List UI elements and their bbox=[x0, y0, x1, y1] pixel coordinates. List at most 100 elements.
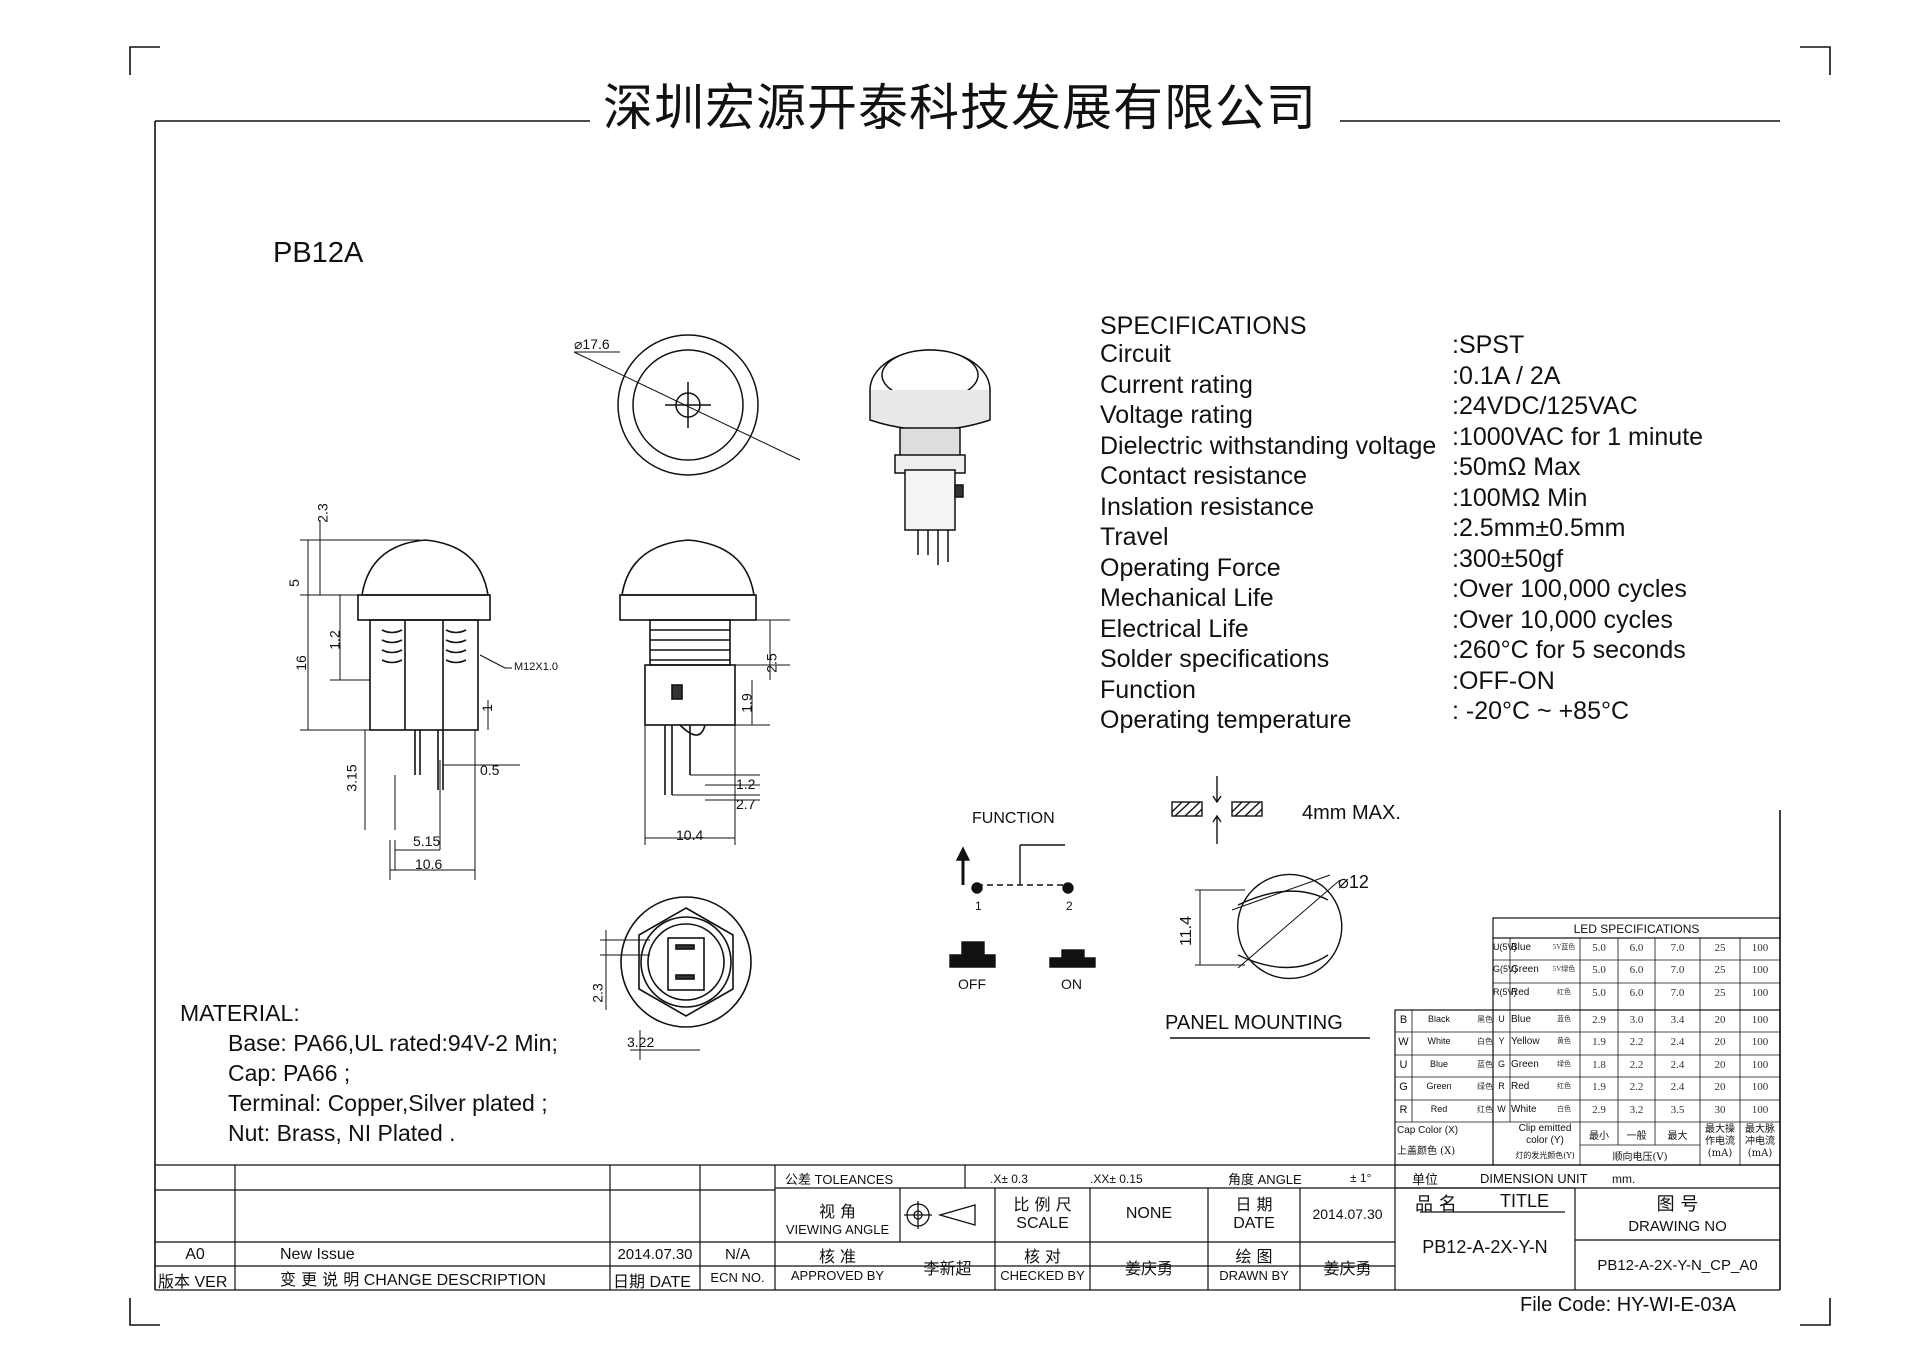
angle: 角度 ANGLE bbox=[1228, 1169, 1302, 1188]
version-en: VER bbox=[194, 1274, 228, 1291]
led-clip-cn: 红色 bbox=[1557, 988, 1571, 996]
dim-diameter-17-6: ⌀17.6 bbox=[574, 336, 610, 352]
viewing-angle: VIEWING ANGLE bbox=[785, 1222, 890, 1237]
led-clip-code: U bbox=[1498, 1014, 1505, 1024]
led-clip-cn: 黄色 bbox=[1557, 1037, 1571, 1045]
tolerance-x1: .X± 0.3 bbox=[990, 1172, 1028, 1186]
dim-1: 1 bbox=[478, 704, 495, 712]
panel-thickness-diagram bbox=[1171, 776, 1263, 844]
led-clip-cn: 白色 bbox=[1557, 1105, 1571, 1113]
model-number: PB12A bbox=[273, 237, 364, 269]
led-value: 100 bbox=[1751, 1059, 1769, 1071]
led-value: 2.4 bbox=[1670, 1036, 1685, 1048]
led-clip-code: R(5V) bbox=[1493, 987, 1517, 997]
material-line: Base: PA66,UL rated:94V-2 Min; bbox=[228, 1030, 558, 1056]
led-value: 3.4 bbox=[1670, 1014, 1685, 1026]
led-cap-name: White bbox=[1427, 1036, 1451, 1046]
spec-label: Current rating bbox=[1100, 370, 1253, 399]
led-op-current: 最大操作电流(mA) bbox=[1705, 1124, 1735, 1159]
tolerances: 公差 TOLEANCES bbox=[785, 1169, 893, 1188]
title-cn: 品 名 bbox=[1415, 1194, 1457, 1215]
led-value: 20 bbox=[1714, 1081, 1726, 1093]
spec-value: :Over 100,000 cycles bbox=[1452, 575, 1687, 603]
led-cap-color-cn: 上盖颜色 (X) bbox=[1397, 1146, 1456, 1157]
led-value: 100 bbox=[1751, 942, 1769, 954]
dim-panel-diameter: ⌀12 bbox=[1338, 872, 1369, 892]
spec-label: Travel bbox=[1100, 523, 1169, 551]
dim-10-4: 10.4 bbox=[676, 827, 704, 843]
led-value: 25 bbox=[1714, 964, 1726, 976]
led-cap-cn: 黑色 bbox=[1477, 1015, 1493, 1024]
led-clip-code: U(5V) bbox=[1493, 942, 1517, 952]
date-header-en: DATE bbox=[649, 1274, 691, 1291]
revision: A0 bbox=[185, 1246, 205, 1263]
led-value: 100 bbox=[1751, 1014, 1769, 1026]
dim-3-22: 3.22 bbox=[627, 1034, 655, 1050]
led-value: 2.9 bbox=[1592, 1014, 1606, 1026]
led-clip-name: Yellow bbox=[1511, 1036, 1540, 1047]
unit: DIMENSION UNIT bbox=[1480, 1171, 1588, 1186]
drawing-no-value: PB12-A-2X-Y-N_CP_A0 bbox=[1597, 1257, 1758, 1274]
angle-cn: 角度 bbox=[1228, 1173, 1255, 1188]
led-value: 3.0 bbox=[1629, 1014, 1644, 1026]
spec-value: :260°C for 5 seconds bbox=[1452, 636, 1686, 664]
dim-16: 16 bbox=[292, 655, 309, 671]
angle-value: ± 1° bbox=[1350, 1171, 1372, 1185]
led-value: 2.4 bbox=[1670, 1081, 1685, 1093]
panel-mounting-diagram bbox=[1170, 873, 1370, 1039]
spec-label: Dielectric withstanding voltage bbox=[1100, 431, 1437, 460]
dim-2-3-top: 2.3 bbox=[314, 503, 331, 523]
revision-description: New Issue bbox=[280, 1246, 355, 1263]
title-block-grid bbox=[155, 1164, 1780, 1291]
ecn-header: ECN NO. bbox=[710, 1270, 765, 1285]
led-title: LED SPECIFICATIONS bbox=[1573, 922, 1700, 936]
led-value: 7.0 bbox=[1670, 987, 1685, 999]
spec-value: :24VDC/125VAC bbox=[1452, 392, 1638, 420]
change-cn: 变 更 说 明 bbox=[280, 1270, 360, 1289]
led-clip-code: G(5V) bbox=[1493, 964, 1518, 974]
function-diagram bbox=[949, 844, 1096, 968]
led-value: 1.8 bbox=[1592, 1059, 1606, 1071]
led-clip-name: Green bbox=[1511, 964, 1539, 975]
led-min: 最小 bbox=[1589, 1131, 1609, 1142]
led-value: 20 bbox=[1714, 1014, 1726, 1026]
viewing-angle-symbol bbox=[904, 1201, 976, 1229]
panel-mounting-label: PANEL MOUNTING bbox=[1165, 1012, 1343, 1034]
led-clip-cn: 蓝色 bbox=[1557, 1015, 1571, 1023]
date-cn: 日 期 bbox=[1235, 1195, 1273, 1214]
dim-1-2-right: 1.2 bbox=[736, 776, 756, 792]
unit-cn: 单位 bbox=[1412, 1173, 1439, 1188]
led-cap-cn: 红色 bbox=[1477, 1105, 1493, 1114]
tolerances-cn: 公差 bbox=[785, 1173, 812, 1188]
led-value: 100 bbox=[1751, 964, 1769, 976]
dim-0-5: 0.5 bbox=[480, 762, 500, 778]
led-clip-name: Red bbox=[1511, 987, 1530, 998]
dim-1-9: 1.9 bbox=[738, 693, 755, 713]
led-value: 20 bbox=[1714, 1036, 1726, 1048]
spec-value: :300±50gf bbox=[1452, 544, 1564, 573]
led-value: 2.2 bbox=[1629, 1036, 1644, 1048]
title-label: TITLE bbox=[1500, 1191, 1550, 1211]
led-table-grid bbox=[1394, 917, 1781, 1166]
date-header: 日期 DATE bbox=[613, 1268, 691, 1292]
led-typ: 一般 bbox=[1626, 1131, 1647, 1142]
led-value: 6.0 bbox=[1629, 964, 1644, 976]
version-header: 版本 VER bbox=[158, 1268, 227, 1292]
led-value: 100 bbox=[1751, 1081, 1769, 1093]
function-pin-2: 2 bbox=[1066, 899, 1073, 913]
drawing-no-label: DRAWING NO bbox=[1628, 1218, 1727, 1235]
drawn-name: 姜庆勇 bbox=[1323, 1259, 1372, 1278]
scale: SCALE bbox=[1016, 1215, 1069, 1232]
led-value: 20 bbox=[1714, 1059, 1726, 1071]
led-clip-name: Blue bbox=[1511, 1014, 1532, 1025]
revision-ecn: N/A bbox=[724, 1246, 750, 1263]
tolerances-en: TOLEANCES bbox=[814, 1172, 894, 1187]
spec-heading: SPECIFICATIONS bbox=[1100, 312, 1307, 340]
top-view bbox=[573, 334, 801, 476]
material-list: Base: PA66,UL rated:94V-2 Min; Cap: PA66… bbox=[228, 1028, 558, 1148]
dim-thread: M12X1.0 bbox=[514, 661, 559, 673]
led-cap-cn: 蓝色 bbox=[1477, 1060, 1493, 1069]
panel-thickness: 4mm MAX. bbox=[1302, 802, 1401, 824]
led-cap-code: B bbox=[1399, 1014, 1408, 1026]
